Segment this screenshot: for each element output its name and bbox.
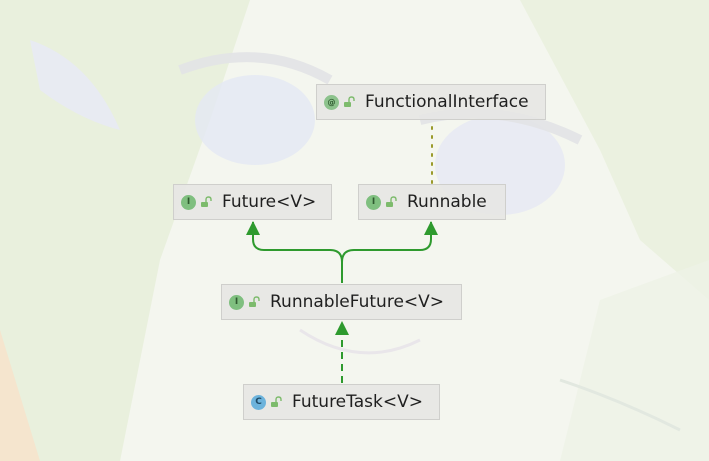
interface-icon: I xyxy=(181,194,196,210)
node-label: Future<V> xyxy=(222,192,317,212)
class-icon: C xyxy=(251,394,266,410)
open-lock-icon xyxy=(249,296,260,307)
node-runnable[interactable]: I Runnable xyxy=(358,184,506,220)
open-lock-icon xyxy=(386,196,397,207)
annotation-icon: @ xyxy=(324,94,339,110)
node-functional-interface[interactable]: @ FunctionalInterface xyxy=(316,84,546,120)
node-future[interactable]: I Future<V> xyxy=(173,184,332,220)
extends-arrowhead-runnable xyxy=(424,221,438,235)
implements-arrowhead-runnablefuture xyxy=(335,321,349,335)
interface-icon: I xyxy=(366,194,381,210)
interface-icon: I xyxy=(229,294,244,310)
node-label: RunnableFuture<V> xyxy=(270,292,445,312)
node-label: FunctionalInterface xyxy=(365,92,529,112)
open-lock-icon xyxy=(344,96,355,107)
open-lock-icon xyxy=(201,196,212,207)
node-runnable-future[interactable]: I RunnableFuture<V> xyxy=(221,284,462,320)
node-label: Runnable xyxy=(407,192,487,212)
node-label: FutureTask<V> xyxy=(292,392,423,412)
extends-edge-runnablefuture-future xyxy=(252,222,343,283)
node-future-task[interactable]: C FutureTask<V> xyxy=(243,384,440,420)
open-lock-icon xyxy=(271,396,282,407)
extends-arrowhead-future xyxy=(246,221,260,235)
extends-edge-runnablefuture-runnable xyxy=(341,222,432,283)
